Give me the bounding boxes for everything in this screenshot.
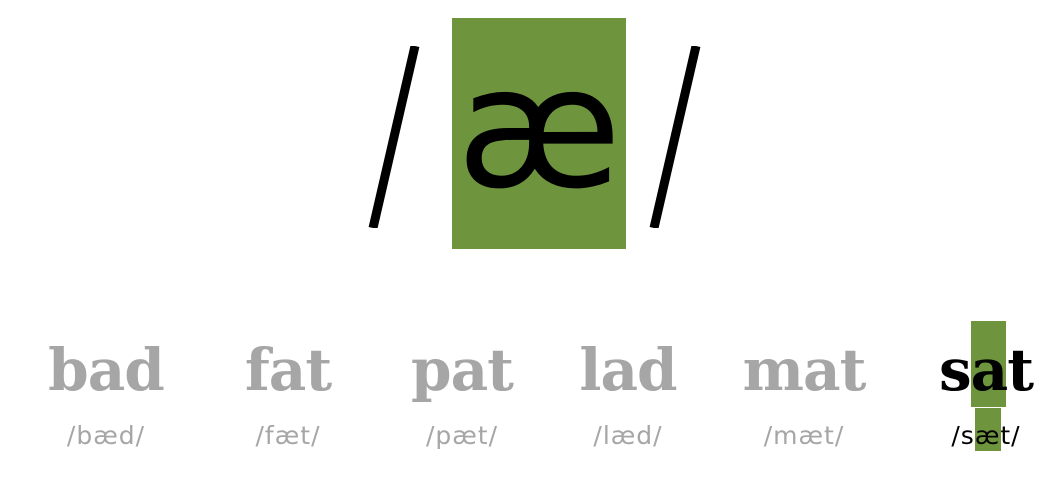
example-word: mat xyxy=(742,336,867,404)
example-word-ipa: /læd/ xyxy=(593,421,663,450)
right-slash xyxy=(648,46,702,228)
example-word-ipa: /sæt/ xyxy=(951,421,1021,450)
word-card-sat[interactable]: sat /sæt/ xyxy=(896,321,1056,470)
example-word: bad xyxy=(48,336,165,404)
example-word: fat xyxy=(244,336,332,404)
phoneme-highlight-box xyxy=(452,18,626,249)
example-word: sat xyxy=(938,336,1034,404)
ipa-highlight xyxy=(975,408,1001,451)
word-card-lad[interactable]: lad /læd/ xyxy=(538,330,718,470)
letter-highlight xyxy=(971,321,1006,407)
example-word-ipa: /pæt/ xyxy=(425,421,499,450)
phoneme-display: æ xyxy=(367,18,702,249)
example-word: lad xyxy=(579,336,677,404)
word-card-mat[interactable]: mat /mæt/ xyxy=(714,330,894,470)
example-word: pat xyxy=(411,336,514,404)
left-slash xyxy=(367,46,421,228)
example-word-ipa: /fæt/ xyxy=(255,421,321,450)
example-word-ipa: /bæd/ xyxy=(66,421,146,450)
word-card-pat[interactable]: pat /pæt/ xyxy=(372,330,552,470)
word-card-fat[interactable]: fat /fæt/ xyxy=(198,330,378,470)
phoneme-symbol: æ xyxy=(456,30,622,226)
word-card-bad[interactable]: bad /bæd/ xyxy=(16,330,196,470)
example-word-ipa: /mæt/ xyxy=(763,421,845,450)
